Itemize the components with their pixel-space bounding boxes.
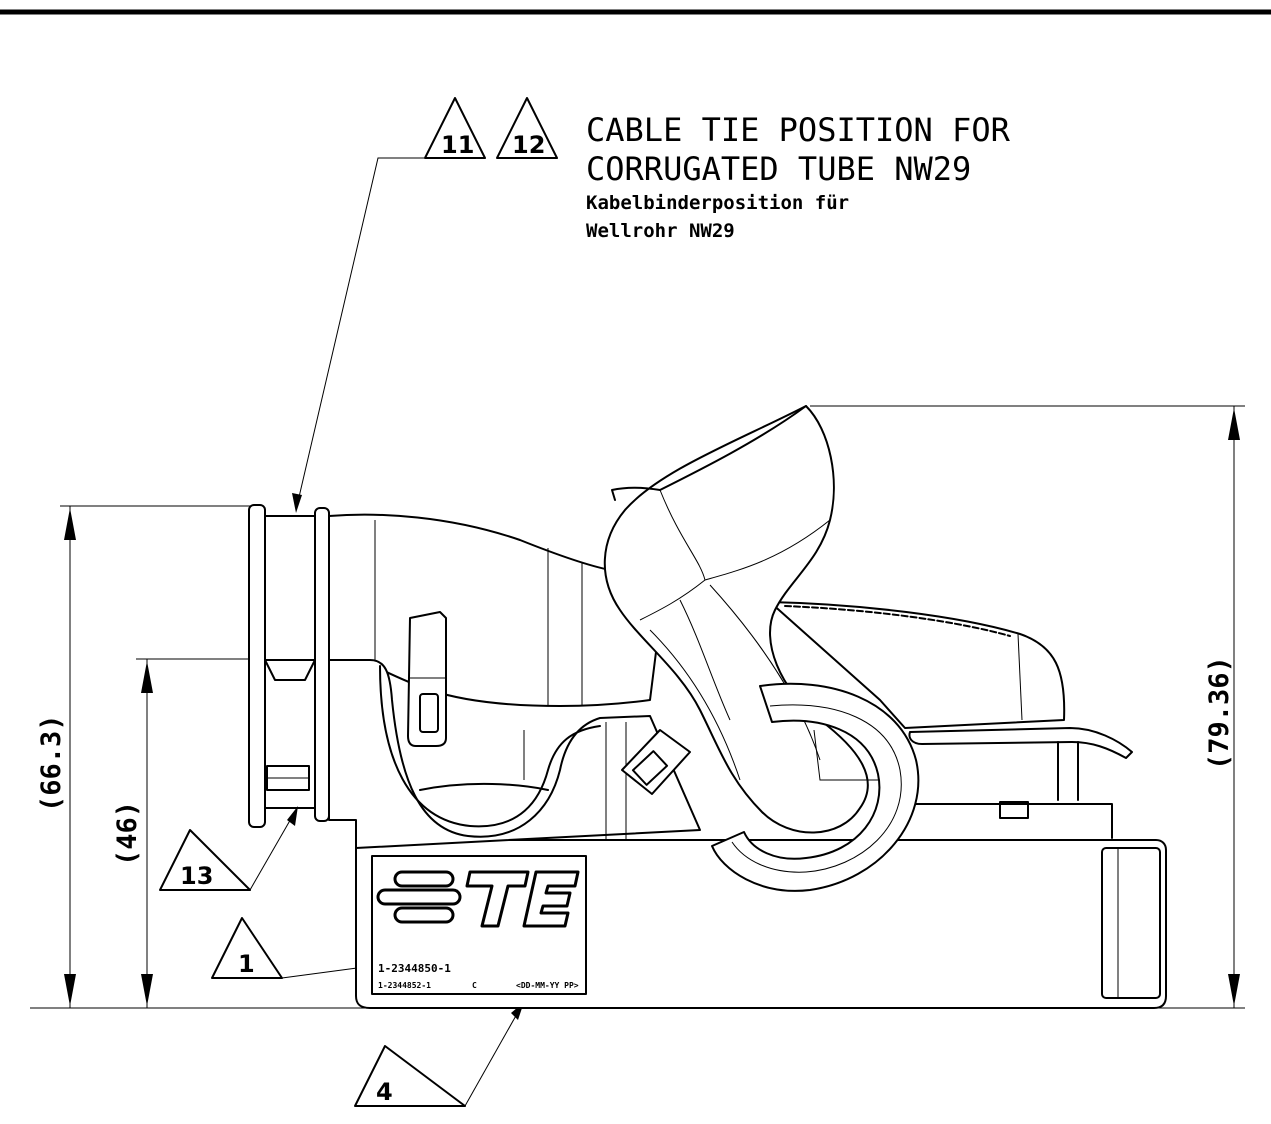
callout-1-label: 1 (238, 950, 255, 978)
callout-11: 11 (424, 97, 486, 159)
callout-11-label: 11 (441, 131, 474, 159)
te-logo (376, 870, 580, 928)
callout-13: 13 (159, 829, 251, 891)
lock-lever (908, 727, 1133, 759)
note-de-line2: Wellrohr NW29 (586, 220, 735, 242)
label-plate: 1-2344850-1 1-2344852-1 C <DD-MM-YY PP> (371, 855, 587, 995)
dimension-right-overall: (79.36) (810, 405, 1245, 1008)
leader-13 (249, 809, 297, 891)
front-flange-inner (314, 507, 330, 822)
callout-4: 4 (354, 1045, 466, 1107)
callout-12-label: 12 (512, 131, 545, 159)
dim-right-overall-label: (79.36) (1204, 656, 1235, 770)
front-flange-outer (248, 504, 266, 828)
end-cap (1101, 847, 1161, 999)
part-number-small: 1-2344852-1 (378, 981, 431, 990)
dim-left-overall-label: (66.3) (36, 714, 67, 812)
callout-12: 12 (496, 97, 558, 159)
leader-13-arrow (287, 806, 298, 826)
connector-housing: 1-2344850-1 1-2344852-1 C <DD-MM-YY PP> (248, 405, 1167, 1009)
note-en-line2: CORRUGATED TUBE NW29 (586, 150, 971, 188)
leader-11-arrow (292, 493, 302, 513)
side-latch (407, 611, 447, 747)
lower-channel (328, 659, 701, 849)
callout-1: 1 (211, 917, 283, 979)
callout-4-label: 4 (376, 1078, 393, 1106)
note-en-line1: CABLE TIE POSITION FOR (586, 111, 1011, 149)
dimension-left-inner: (46) (112, 658, 255, 1008)
dim-left-inner-label: (46) (112, 801, 143, 866)
cable-tie-note: CABLE TIE POSITION FOR CORRUGATED TUBE N… (586, 111, 1011, 242)
leader-11 (295, 157, 425, 511)
part-number: 1-2344850-1 (378, 962, 451, 975)
revision: C (472, 981, 477, 990)
note-de-line1: Kabelbinderposition für (586, 192, 849, 214)
leader-4 (464, 1004, 523, 1107)
date-code: <DD-MM-YY PP> (516, 981, 579, 990)
callout-13-label: 13 (180, 862, 213, 890)
rear-cover (769, 601, 1066, 729)
ring-loop (711, 682, 920, 892)
